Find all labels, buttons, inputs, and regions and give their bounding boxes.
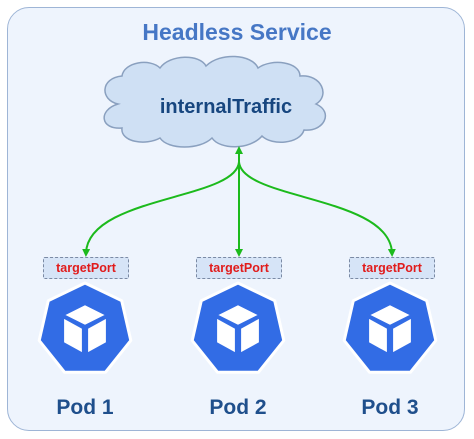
arrow-to-pod-1 — [82, 161, 240, 257]
pod-3-label: Pod 3 — [361, 396, 419, 419]
kubernetes-pod-icon — [190, 281, 286, 374]
arrow-to-pod-3 — [238, 161, 396, 257]
cloud-label: internalTraffic — [160, 96, 292, 118]
kubernetes-pod-icon — [342, 281, 438, 374]
target-port-label-pod-2: targetPort — [196, 257, 282, 279]
cloud-shape — [103, 55, 327, 148]
diagram-title: Headless Service — [142, 19, 332, 45]
pod-2-label: Pod 2 — [209, 396, 267, 419]
kubernetes-pod-icon — [37, 281, 133, 374]
target-port-label-pod-1: targetPort — [43, 257, 129, 279]
target-port-label-pod-3: targetPort — [349, 257, 435, 279]
pod-1-label: Pod 1 — [56, 396, 114, 419]
